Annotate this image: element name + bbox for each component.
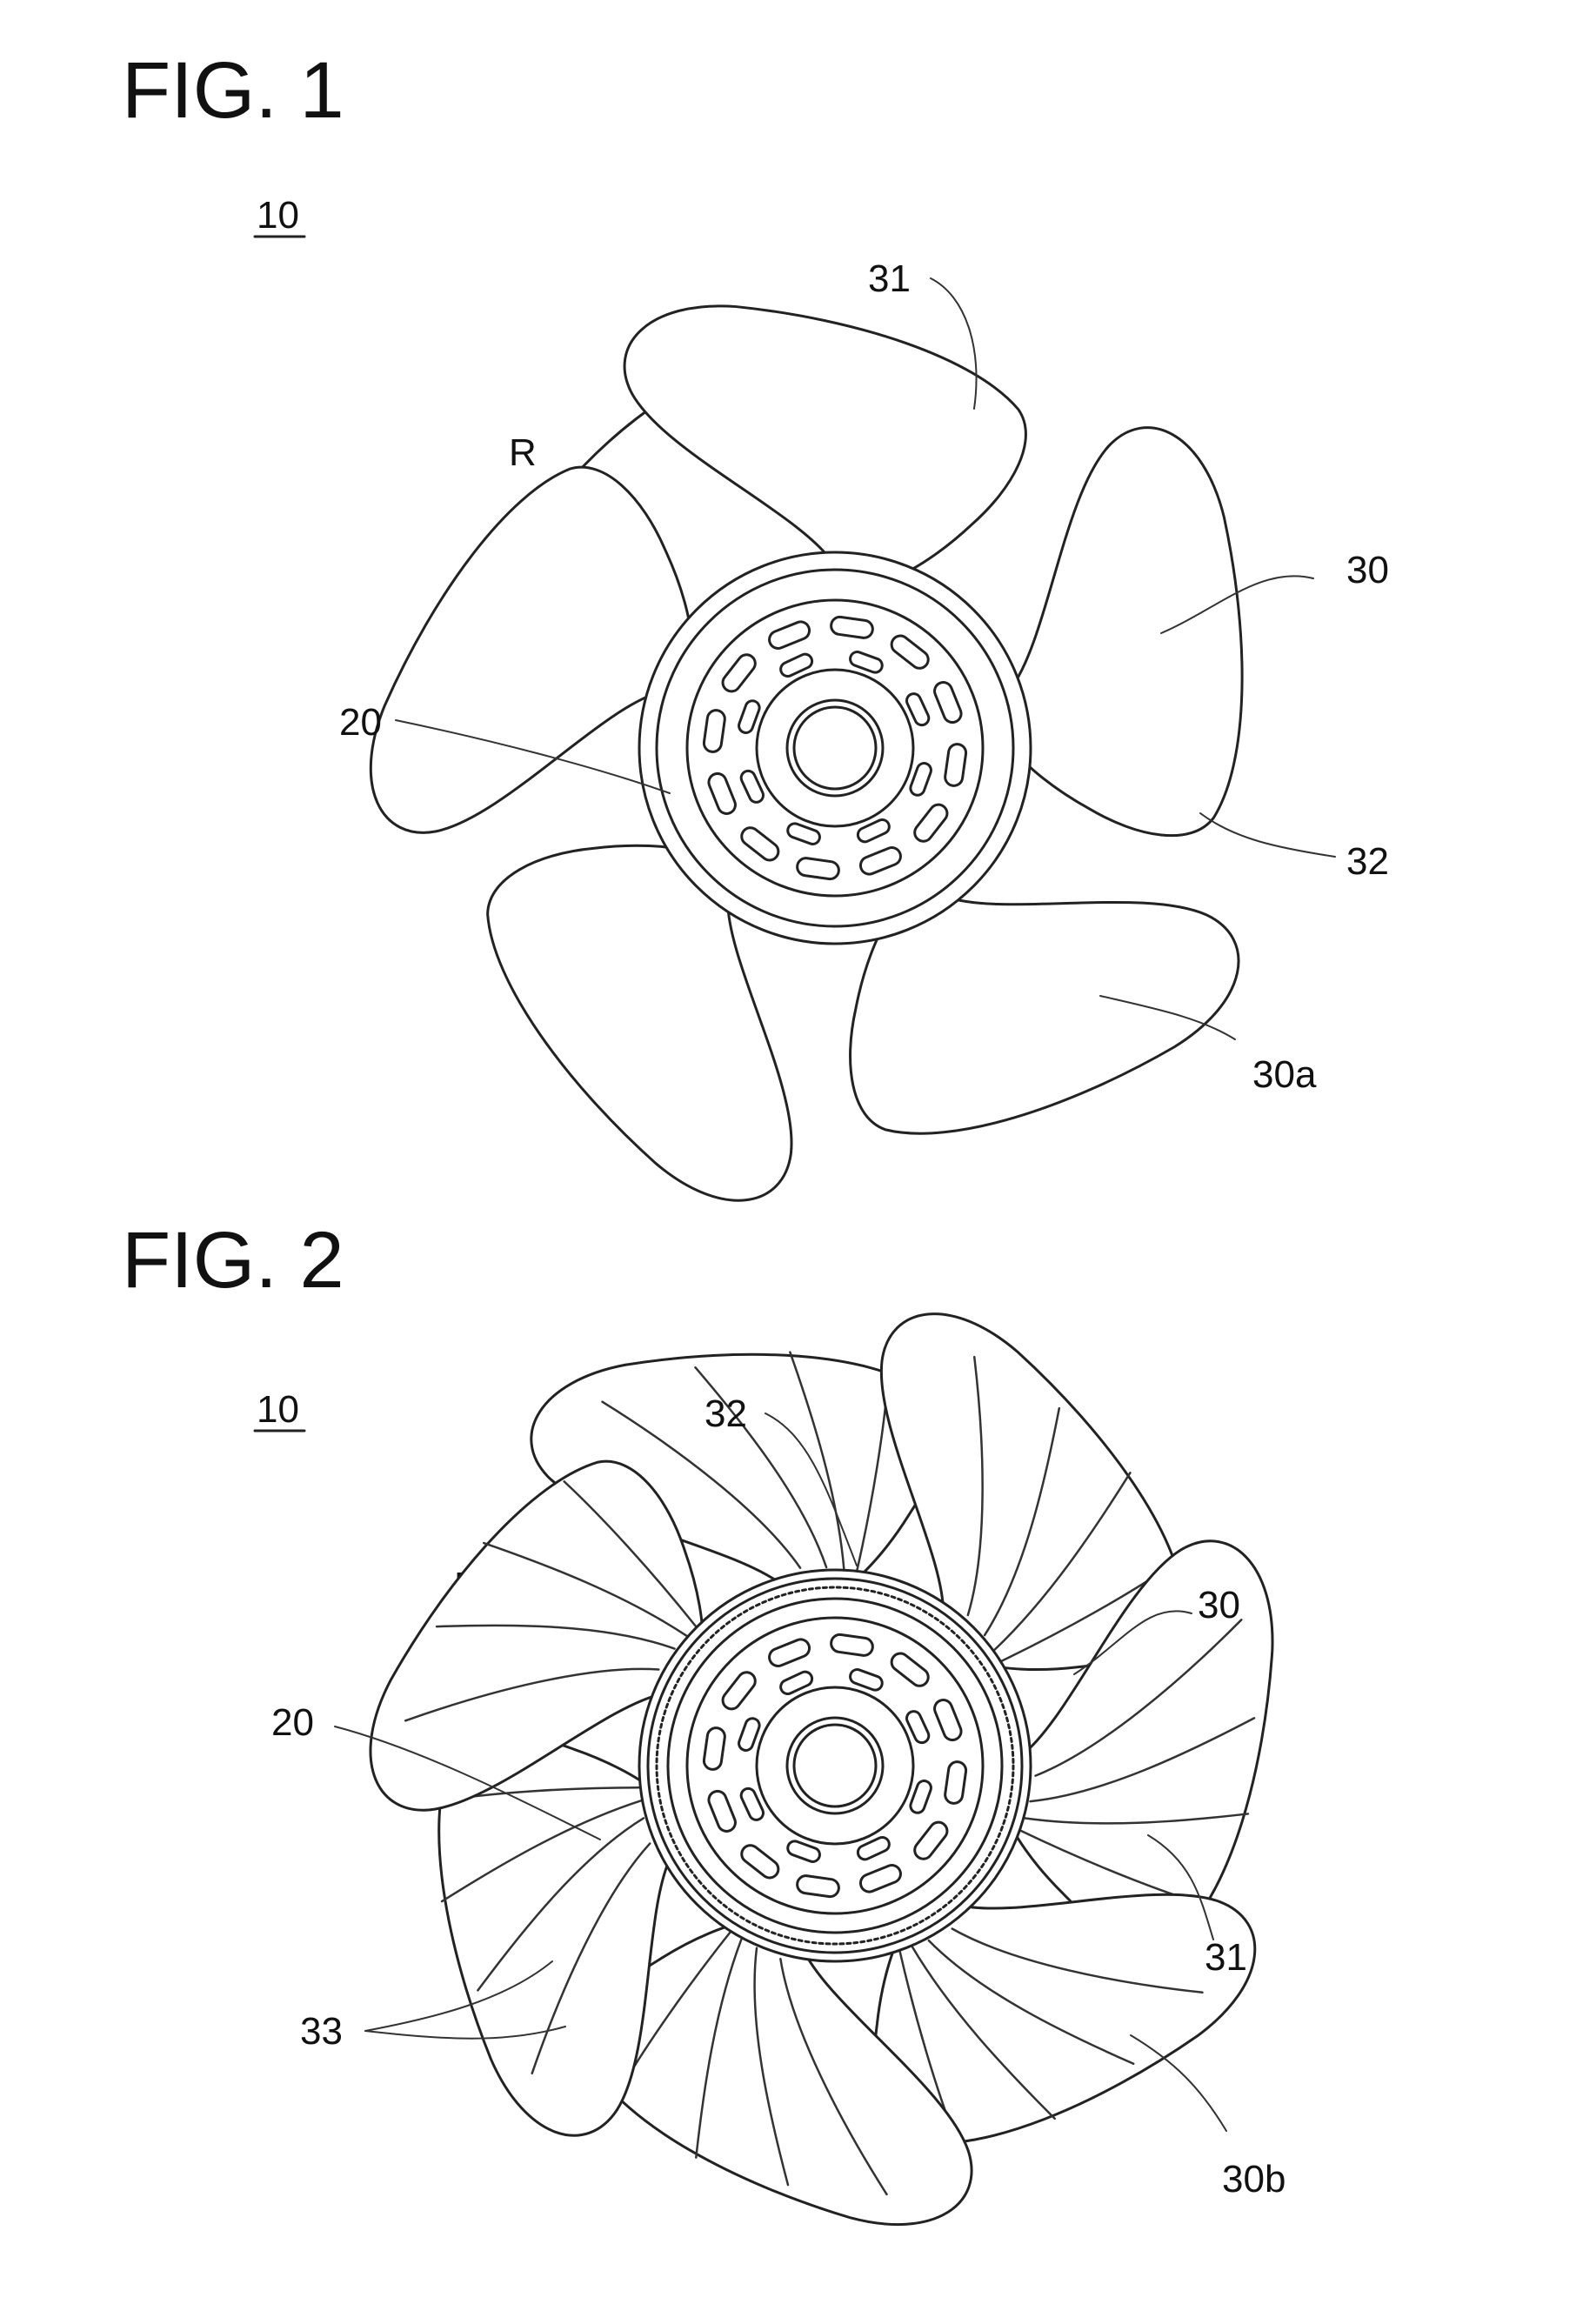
figure-1-hub-outer xyxy=(639,552,1031,944)
figure-1-title: FIG. 1 xyxy=(122,46,344,135)
figure-2-callout-33: 33 xyxy=(300,2010,343,2053)
figure-2-hub-outer xyxy=(639,1570,1031,1961)
figure-2-callout-31: 31 xyxy=(1205,1936,1247,1979)
figure-2: FIG. 2 10 R 32 30 20 31 xyxy=(122,1216,1288,2255)
figure-1-fan-impeller xyxy=(336,287,1269,1237)
figure-2-fan-impeller xyxy=(334,1278,1288,2255)
figure-1-callout-31: 31 xyxy=(868,257,911,300)
figure-1: FIG. 1 10 R 31 30 20 32 30a xyxy=(122,46,1389,1237)
figure-1-callout-30: 30 xyxy=(1346,549,1389,591)
figure-2-callout-30: 30 xyxy=(1198,1584,1240,1626)
figure-1-callout-20: 20 xyxy=(339,701,382,744)
figure-1-callout-32: 32 xyxy=(1346,840,1389,883)
figure-2-callout-32: 32 xyxy=(705,1392,747,1435)
figure-2-callout-30b: 30b xyxy=(1222,2158,1285,2200)
figure-2-callout-20: 20 xyxy=(271,1701,314,1744)
figure-1-leader-32 xyxy=(1200,813,1335,857)
figure-1-rotation-label: R xyxy=(509,431,537,474)
figure-1-ref-main: 10 xyxy=(257,194,299,237)
figure-1-callout-30a: 30a xyxy=(1252,1053,1317,1096)
figure-2-ref-main: 10 xyxy=(257,1388,299,1431)
figure-2-title: FIG. 2 xyxy=(122,1216,344,1305)
